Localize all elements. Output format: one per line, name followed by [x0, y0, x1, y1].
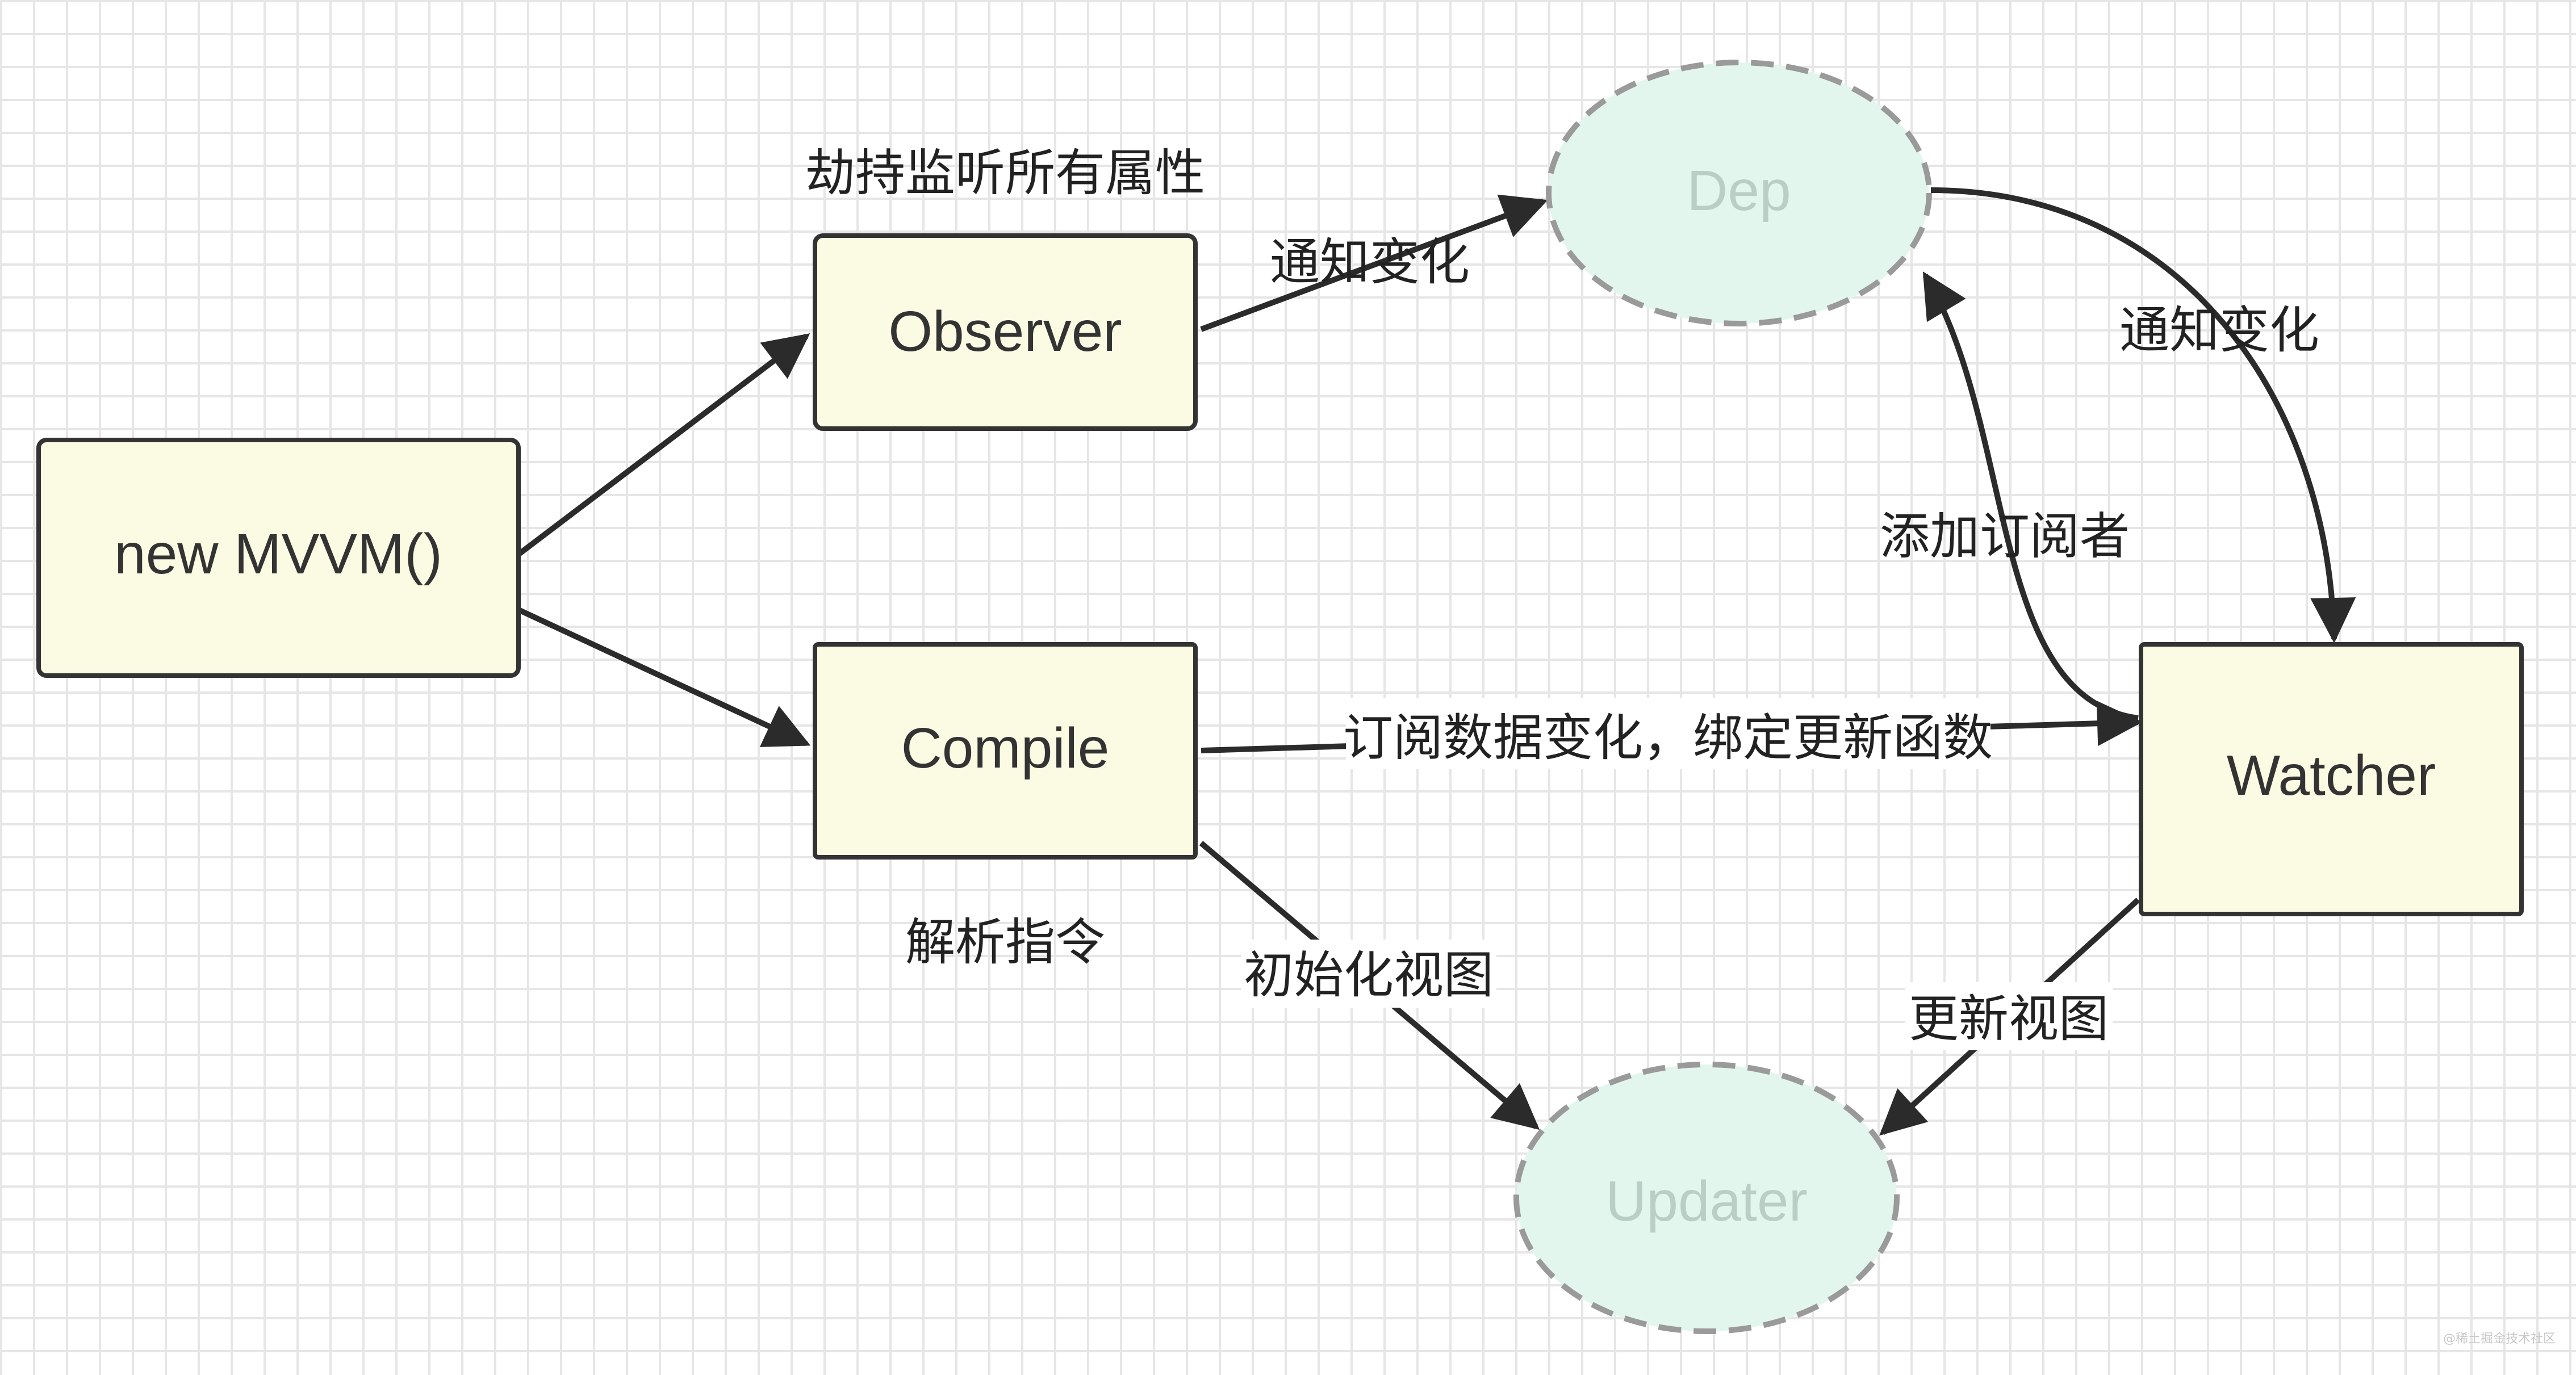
label-compile-to-updater: 初始化视图: [1244, 946, 1494, 1004]
label-compile-to-watcher: 订阅数据变化，绑定更新函数: [1343, 709, 1993, 767]
label-watcher-to-dep: 添加订阅者: [1880, 507, 2130, 565]
edge-observer-to-dep: [1200, 194, 1548, 332]
edge-dep-to-watcher: [1930, 187, 2356, 643]
node-updater-label: Updater: [1605, 1169, 1808, 1233]
node-dep-label: Dep: [1687, 159, 1791, 223]
watermark: @稀土掘金技术社区: [2443, 1332, 2556, 1346]
edge-mvvm-to-compile: [518, 607, 811, 747]
node-updater: Updater: [1513, 1062, 1900, 1334]
node-dep: Dep: [1546, 60, 1932, 326]
node-mvvm: new MVVM(): [36, 438, 521, 678]
label-observer-note: 劫持监听所有属性: [805, 144, 1205, 202]
label-bg-compile-to-updater: [1241, 940, 1496, 1008]
node-compile: Compile: [813, 642, 1198, 860]
edge-watcher-to-dep: [1922, 271, 2139, 721]
node-mvvm-label: new MVVM(): [114, 522, 442, 586]
label-dep-to-watcher: 通知变化: [2119, 301, 2319, 359]
label-bg-watcher-to-updater: [1905, 982, 2113, 1050]
label-compile-note: 解析指令: [905, 913, 1105, 971]
edge-mvvm-to-observer: [517, 333, 810, 556]
node-watcher-label: Watcher: [2227, 744, 2436, 807]
label-observer-to-dep: 通知变化: [1270, 233, 1470, 291]
node-watcher: Watcher: [2139, 642, 2524, 916]
node-compile-label: Compile: [901, 716, 1110, 780]
node-observer-label: Observer: [888, 300, 1122, 363]
label-bg-compile-to-watcher: [1346, 698, 1990, 769]
node-observer: Observer: [813, 233, 1198, 431]
label-watcher-to-updater: 更新视图: [1909, 990, 2109, 1048]
